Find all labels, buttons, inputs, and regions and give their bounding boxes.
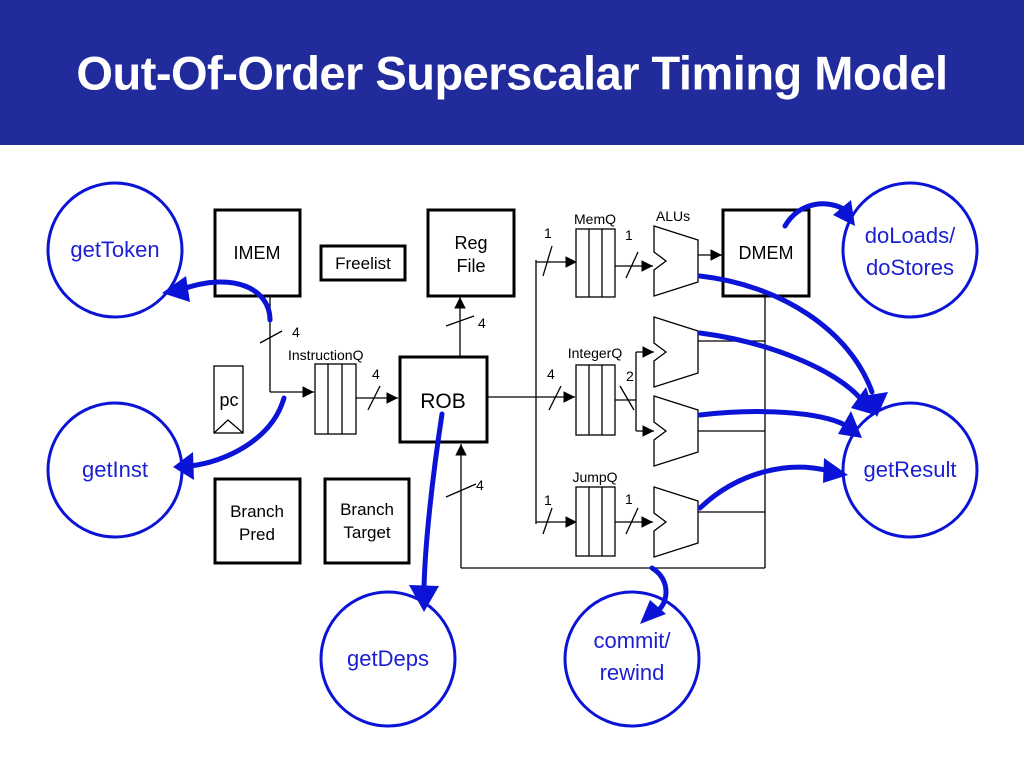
bus-width-intq-alu: 2 xyxy=(626,368,634,384)
jumpq-label: JumpQ xyxy=(572,469,617,485)
branch-pred-label-1: Branch xyxy=(230,502,284,521)
pc-label: pc xyxy=(219,390,238,410)
branch-pred-label-2: Pred xyxy=(239,525,275,544)
bus-width-jumpq-alu: 1 xyxy=(625,491,633,507)
call-arrows xyxy=(162,200,888,624)
do-loads-label-1: doLoads/ xyxy=(865,223,956,248)
get-token-label: getToken xyxy=(70,237,159,262)
alu-int-2 xyxy=(653,395,699,467)
regfile-label-1: Reg xyxy=(454,233,487,253)
rob-block: ROB xyxy=(398,355,489,444)
branch-target-label-2: Target xyxy=(343,523,391,542)
integerq-queue: IntegerQ xyxy=(568,345,623,436)
get-inst-label: getInst xyxy=(82,457,148,482)
bus-width-memq: 1 xyxy=(544,225,552,241)
alu-mem xyxy=(653,225,699,297)
instructionq-label: InstructionQ xyxy=(288,347,364,363)
imem-label: IMEM xyxy=(234,243,281,263)
dmem-label: DMEM xyxy=(739,243,794,263)
instructionq-queue: InstructionQ xyxy=(288,347,364,435)
do-loads-node: doLoads/ doStores xyxy=(841,181,979,319)
alus-label: ALUs xyxy=(656,208,690,224)
branch-target-label-1: Branch xyxy=(340,500,394,519)
memq-queue: MemQ xyxy=(574,211,616,298)
bus-width-jumpq: 1 xyxy=(544,492,552,508)
branch-pred-block: Branch Pred xyxy=(213,477,302,565)
freelist-block: Freelist xyxy=(319,244,407,282)
get-token-node: getToken xyxy=(46,181,184,319)
slide-title: Out-Of-Order Superscalar Timing Model xyxy=(76,46,948,100)
alu-int-1 xyxy=(653,316,699,388)
pc-register: pc xyxy=(213,365,244,434)
bus-width-instq-rob: 4 xyxy=(372,366,380,382)
jumpq-queue: JumpQ xyxy=(572,469,618,557)
regfile-block: Reg File xyxy=(426,208,516,298)
commit-label-2: rewind xyxy=(600,660,665,685)
freelist-label: Freelist xyxy=(335,254,391,273)
branch-target-block: Branch Target xyxy=(323,477,411,565)
memq-label: MemQ xyxy=(574,211,616,227)
bus-width-rob-intq: 4 xyxy=(547,366,555,382)
commit-rewind-node: commit/ rewind xyxy=(563,590,701,728)
get-result-label: getResult xyxy=(864,457,957,482)
rob-label: ROB xyxy=(420,390,466,413)
integerq-label: IntegerQ xyxy=(568,345,623,361)
get-inst-node: getInst xyxy=(46,401,184,539)
datapath-wires xyxy=(259,245,766,569)
do-loads-label-2: doStores xyxy=(866,255,954,280)
bus-width-fetch: 4 xyxy=(292,324,300,340)
title-bar: Out-Of-Order Superscalar Timing Model xyxy=(0,0,1024,145)
regfile-label-2: File xyxy=(456,256,485,276)
get-result-node: getResult xyxy=(841,401,979,539)
bus-width-commit: 4 xyxy=(476,477,484,493)
get-deps-label: getDeps xyxy=(347,646,429,671)
bus-width-memq-alu: 1 xyxy=(625,227,633,243)
get-deps-node: getDeps xyxy=(319,590,457,728)
bus-width-rob-regfile: 4 xyxy=(478,315,486,331)
commit-label-1: commit/ xyxy=(594,628,672,653)
alu-jump xyxy=(653,486,699,558)
